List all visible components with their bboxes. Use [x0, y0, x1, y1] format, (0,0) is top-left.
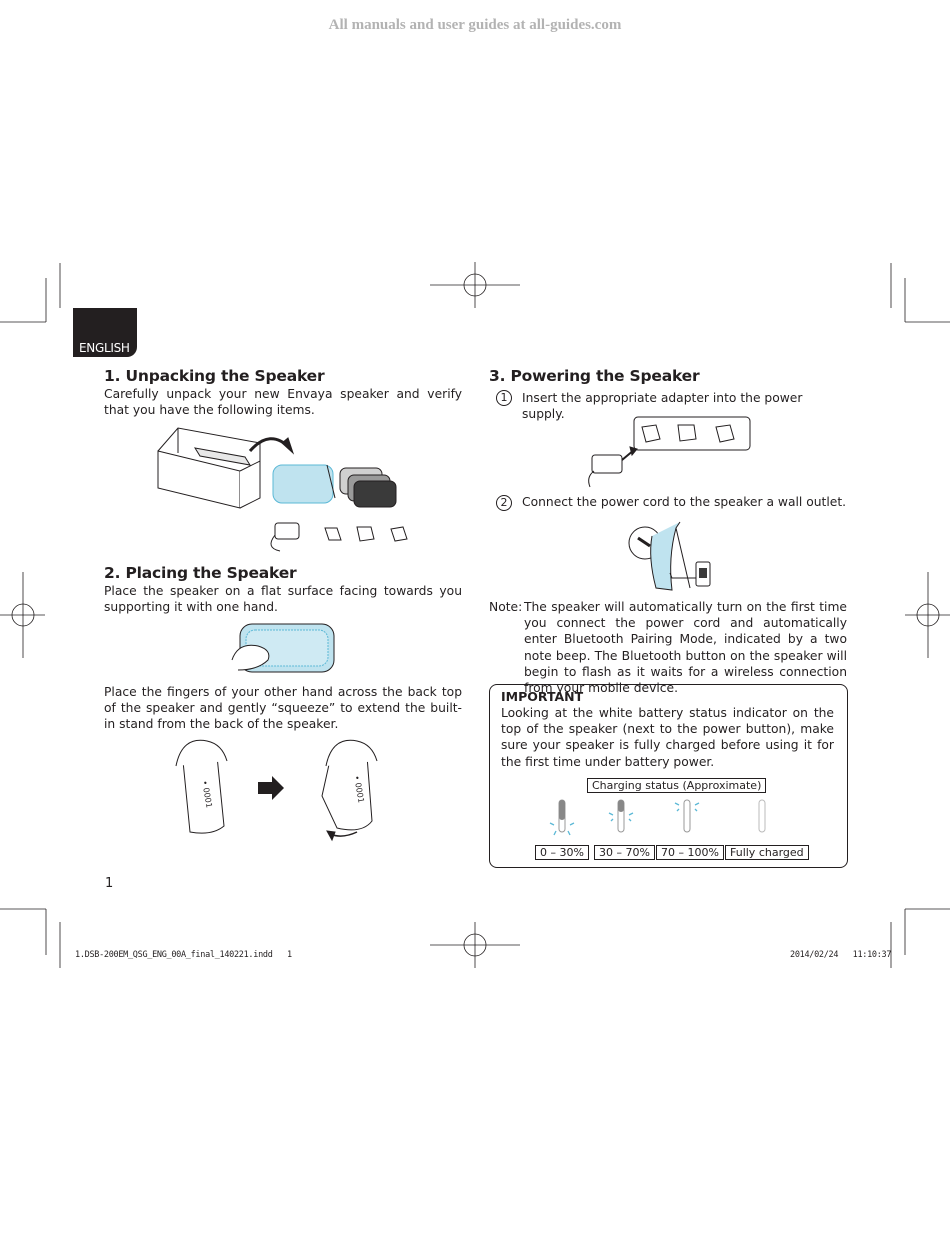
section2-body1: Place the speaker on a flat surface faci…	[104, 584, 462, 615]
language-tab: ENGLISH	[73, 308, 137, 357]
step-1-number: 1	[496, 390, 512, 406]
charging-status-title: Charging status (Approximate)	[587, 778, 767, 793]
level-label-2: 30 – 70%	[594, 845, 655, 860]
section1-title: 1. Unpacking the Speaker	[104, 367, 325, 385]
level-label-3: 70 – 100%	[656, 845, 724, 860]
power-cord-illustration	[628, 521, 711, 591]
footer-filename: 1.DSB-200EM_QSG_ENG_00A_final_140221.ind…	[75, 950, 292, 960]
placing-speaker-illustration	[231, 623, 335, 673]
note-text: The speaker will automatically turn on t…	[524, 600, 847, 696]
footer-timestamp: 2014/02/24 11:10:37	[790, 950, 892, 960]
battery-indicator-2	[617, 799, 625, 833]
level-label-4: Fully charged	[725, 845, 809, 860]
important-body: Looking at the white battery status indi…	[501, 706, 834, 769]
language-tab-label: ENGLISH	[79, 341, 130, 355]
unpacking-illustration	[157, 427, 408, 552]
battery-indicator-3	[683, 799, 691, 833]
step-2-text: Connect the power cord to the speaker a …	[522, 495, 847, 509]
section2-title: 2. Placing the Speaker	[104, 564, 297, 582]
section3-title: 3. Powering the Speaker	[489, 367, 700, 385]
important-title: IMPORTANT	[501, 689, 584, 704]
section2-body2: Place the fingers of your other hand acr…	[104, 685, 462, 732]
page-number: 1	[105, 876, 114, 891]
squeeze-illustration: • 0001 • 0001	[175, 739, 378, 842]
adapter-illustration	[588, 416, 751, 488]
battery-indicator-4	[758, 799, 766, 833]
note-label: Note:	[489, 600, 523, 614]
section1-body: Carefully unpack your new Envaya speaker…	[104, 387, 462, 418]
step-2-number: 2	[496, 495, 512, 511]
important-box	[489, 684, 848, 868]
watermark: All manuals and user guides at all-guide…	[328, 17, 622, 33]
battery-indicator-1	[558, 799, 566, 833]
battery-indicators	[549, 799, 766, 836]
level-label-1: 0 – 30%	[535, 845, 589, 860]
step-1-text: Insert the appropriate adapter into the …	[522, 391, 803, 422]
